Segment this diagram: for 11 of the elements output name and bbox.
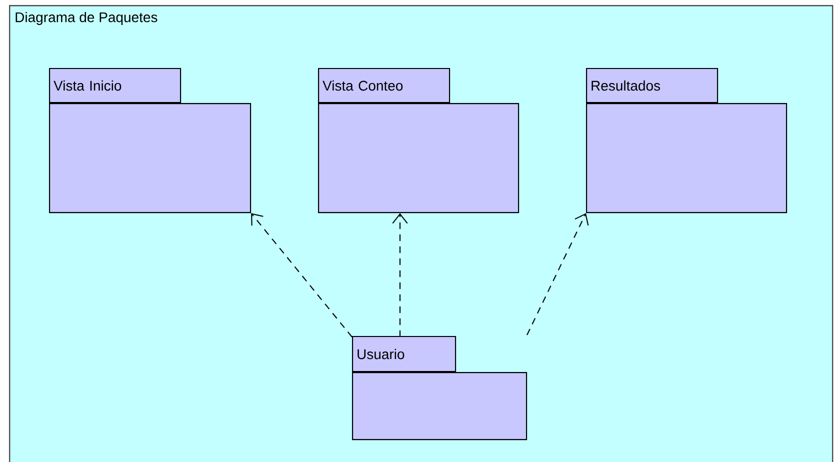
node-label: Vista Inicio: [54, 80, 122, 91]
package: Resultados: [586, 68, 788, 214]
package: Vista Conteo: [318, 68, 520, 214]
package: Usuario: [352, 336, 528, 440]
node-label: Vista Conteo: [322, 80, 403, 91]
dependency-arrow: [526, 213, 589, 336]
node-label: Resultados: [592, 80, 660, 91]
node-label: Usuario: [358, 348, 404, 360]
dependency-arrow: [392, 213, 408, 337]
dependency-arrow: [251, 213, 352, 338]
package: Vista Inicio: [49, 68, 252, 214]
